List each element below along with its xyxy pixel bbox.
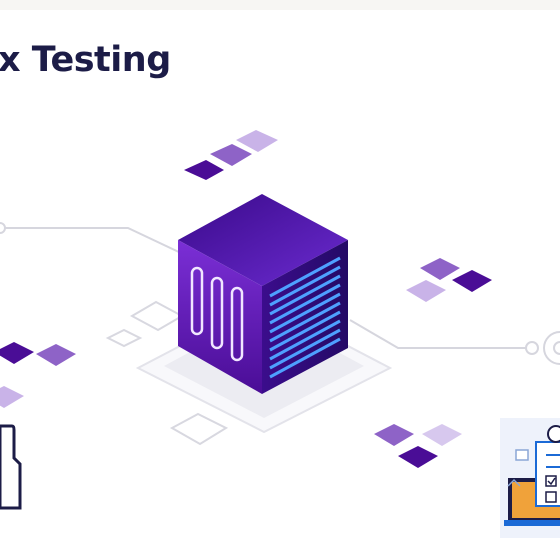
slide-heading: x Testing [0, 40, 171, 80]
outline-tiles [105, 300, 229, 446]
circuit-lines [0, 222, 539, 355]
checklist-laptop-illustration [500, 418, 560, 538]
purple-tiles-right [406, 258, 492, 302]
gear-icon [543, 331, 560, 365]
clipboard-fragment-left [0, 424, 22, 510]
top-strip [0, 0, 560, 10]
server-cube [178, 194, 348, 394]
purple-tiles-left [0, 342, 76, 408]
purple-tiles-bottom [374, 424, 462, 468]
purple-tiles-top [184, 130, 278, 180]
